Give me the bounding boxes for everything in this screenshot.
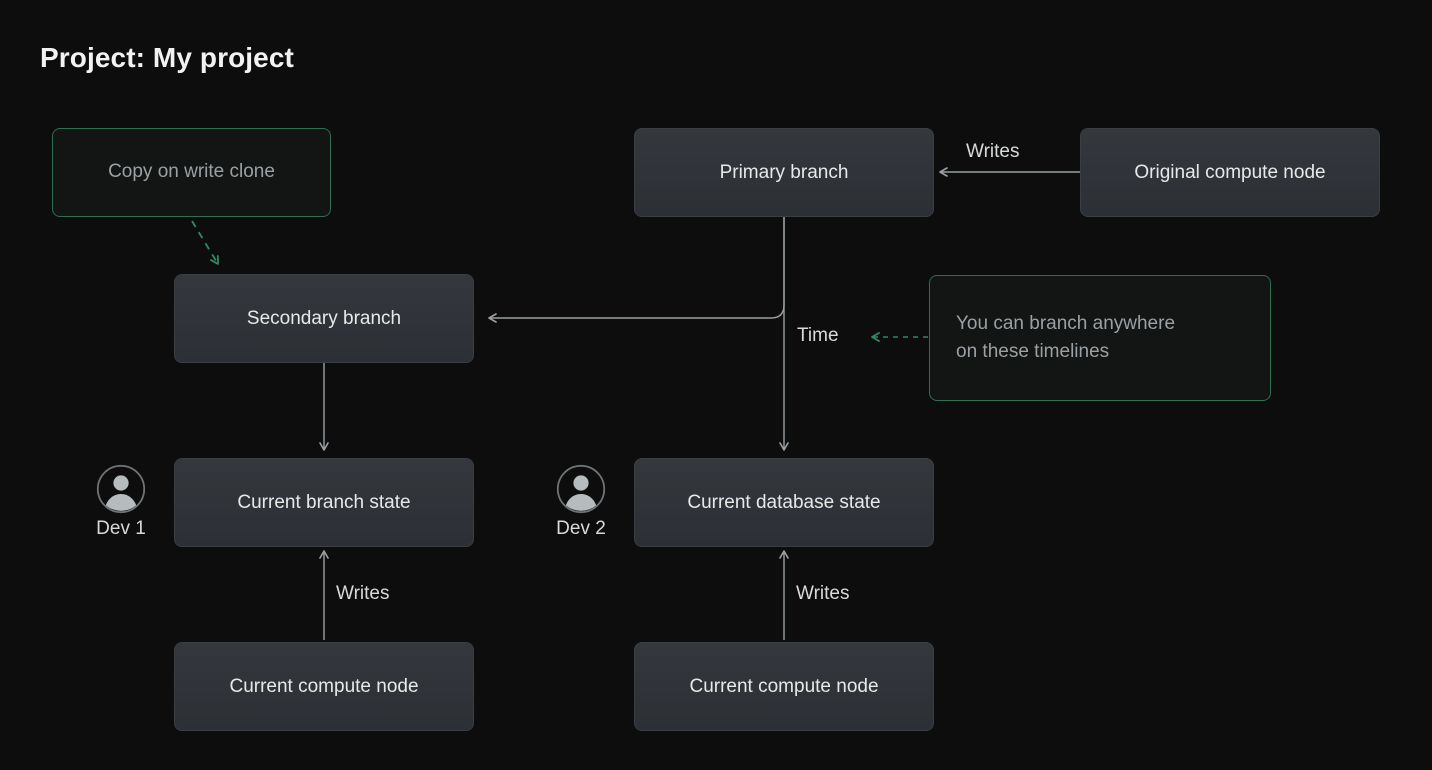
node-copy-on-write-clone[interactable]: Copy on write clone (52, 128, 331, 217)
node-label: Current compute node (689, 675, 879, 697)
node-label: Current database state (687, 491, 881, 513)
node-current-compute-node-left[interactable]: Current compute node (174, 642, 474, 731)
user-avatar-icon (96, 464, 146, 514)
node-current-compute-node-right[interactable]: Current compute node (634, 642, 934, 731)
note-text-line-1: You can branch anywhere (956, 312, 1176, 334)
node-label: Secondary branch (246, 307, 402, 329)
dev-1: Dev 1 (96, 464, 146, 540)
dev-label: Dev 1 (96, 518, 146, 539)
dev-2: Dev 2 (556, 464, 606, 540)
node-label: Primary branch (719, 161, 849, 183)
edge-label-writes-right: Writes (796, 583, 850, 604)
edge-copy-on-write-clone-to-secondary (191, 220, 219, 265)
node-current-branch-state[interactable]: Current branch state (174, 458, 474, 547)
note-text: You can branch anywhere on these timelin… (956, 310, 1175, 366)
node-primary-branch[interactable]: Primary branch (634, 128, 934, 217)
dev-label: Dev 2 (556, 518, 606, 539)
edge-label-writes-top: Writes (966, 141, 1020, 162)
node-label: Copy on write clone (108, 161, 275, 183)
node-label: Current compute node (229, 675, 419, 697)
node-secondary-branch[interactable]: Secondary branch (174, 274, 474, 363)
node-label: Current branch state (237, 491, 411, 513)
user-avatar-icon (556, 464, 606, 514)
node-current-database-state[interactable]: Current database state (634, 458, 934, 547)
edge-label-time: Time (797, 325, 839, 346)
page-title: Project: My project (40, 42, 294, 73)
note-text-line-2: on these timelines (956, 341, 1110, 362)
edge-primary-to-secondary (488, 216, 785, 323)
node-label: Original compute node (1134, 161, 1326, 183)
node-original-compute-node[interactable]: Original compute node (1080, 128, 1380, 217)
note-branch-anywhere: You can branch anywhere on these timelin… (929, 275, 1271, 401)
edge-label-writes-left: Writes (336, 583, 390, 604)
